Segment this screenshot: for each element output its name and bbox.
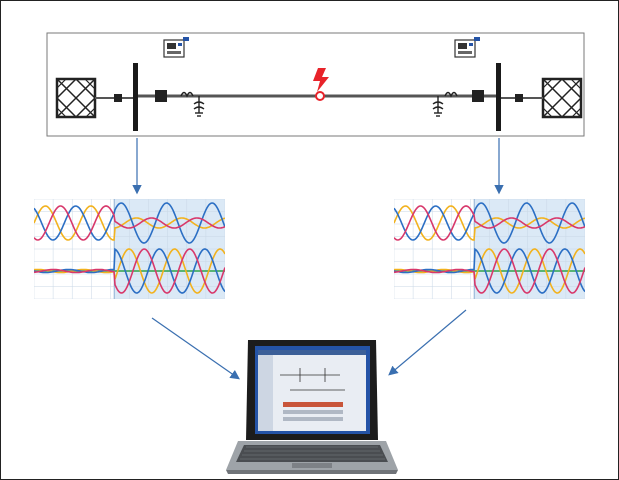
left-instrument-transformer-icon (180, 91, 205, 117)
right-plot-current-trace (394, 248, 585, 294)
right-source-breaker (515, 94, 523, 102)
right-plot-voltage-trace (394, 205, 585, 241)
lightning-fault-icon (313, 68, 329, 101)
right-relay-device-icon (454, 37, 480, 58)
left-busbar (133, 63, 138, 131)
left-plot-voltage-trace (34, 205, 225, 241)
left-source-icon (55, 77, 97, 119)
right-busbar (496, 63, 501, 131)
right-waveform-plot (394, 199, 585, 299)
laptop-icon (226, 340, 398, 474)
right-instrument-transformer-icon (432, 91, 458, 117)
right-source-icon (541, 77, 583, 119)
right-to-laptop-arrow (388, 309, 467, 376)
left-waveform-plot (34, 199, 225, 299)
one-line-diagram-box (46, 32, 585, 137)
right-plot-current-trace (394, 248, 585, 294)
left-to-laptop-arrow (151, 317, 240, 380)
right-plot-voltage-trace (394, 205, 585, 241)
left-plot-voltage-trace (34, 202, 225, 244)
left-line-breaker (155, 90, 167, 102)
left-source-breaker (114, 94, 122, 102)
right-plot-voltage-trace (394, 202, 585, 244)
left-plot-voltage-trace (34, 205, 225, 241)
left-plot-current-trace (34, 248, 225, 294)
left-relay-device-icon (163, 37, 189, 58)
right-line-breaker (472, 90, 484, 102)
left-plot-current-trace (34, 248, 225, 294)
